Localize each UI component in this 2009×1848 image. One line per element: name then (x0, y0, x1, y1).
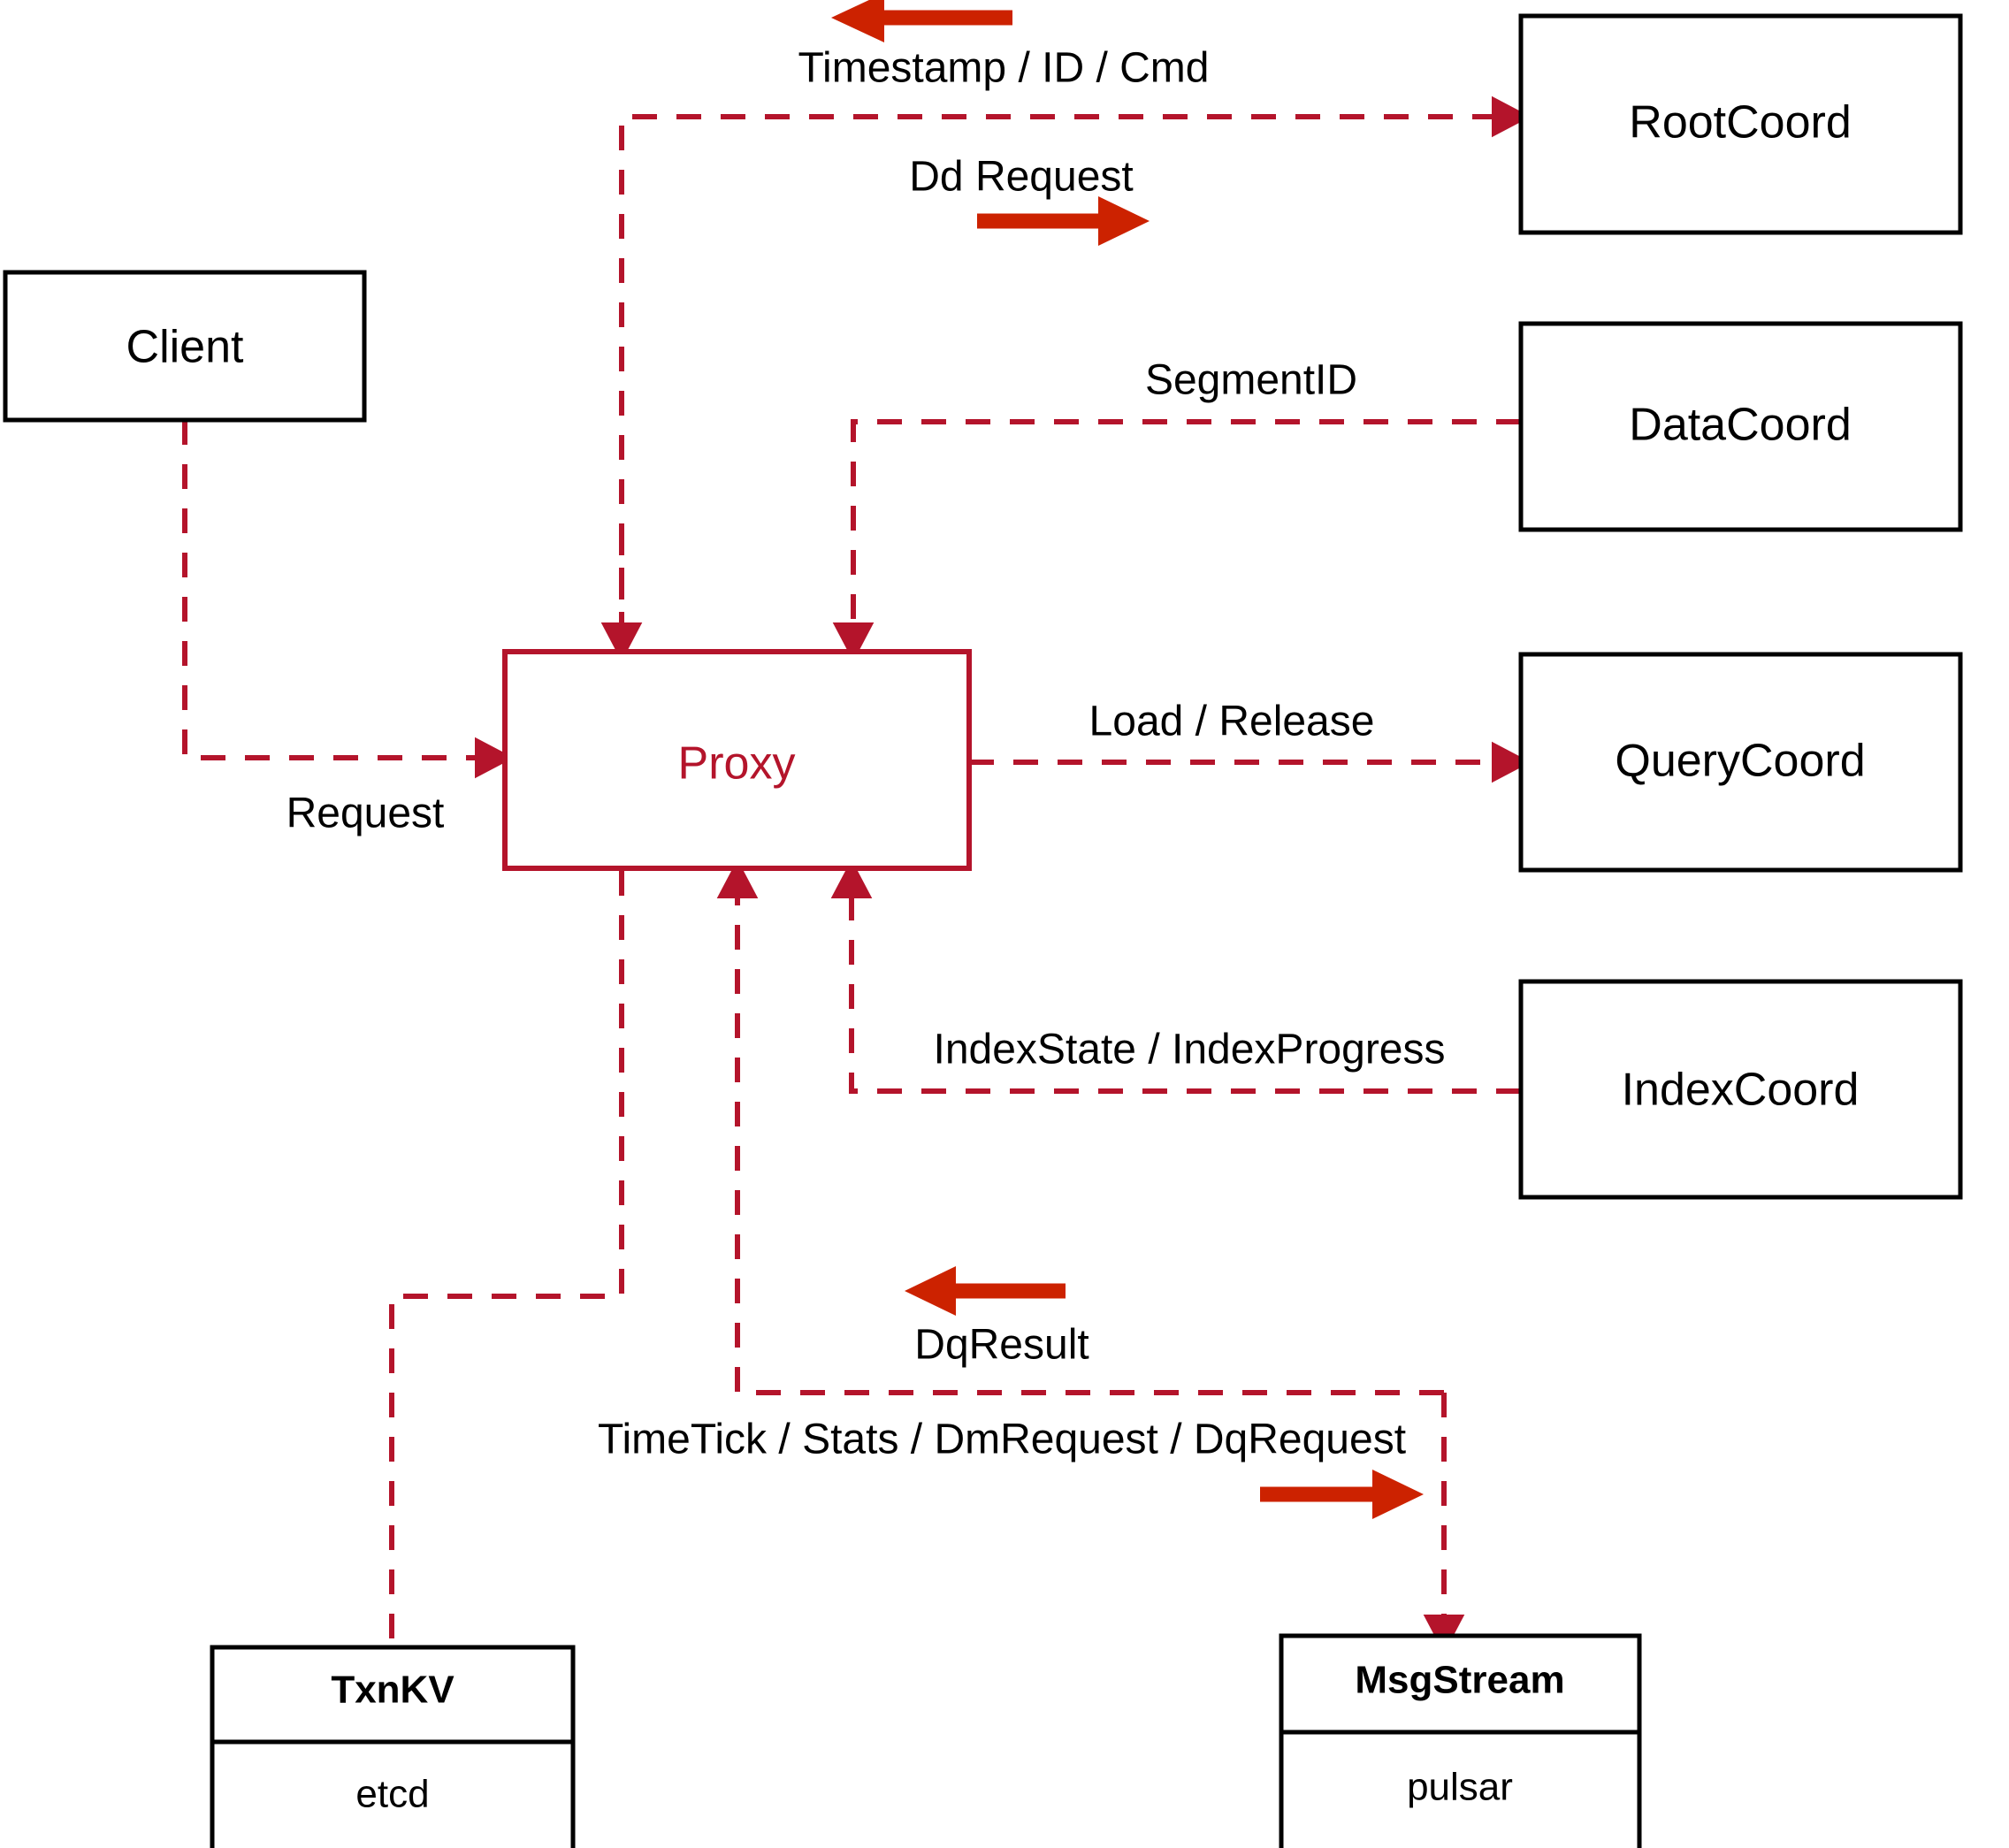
direction-arrow-left-dq-result (905, 1266, 1066, 1316)
direction-arrow-right-dd-request (977, 196, 1150, 246)
edge-msgstream-to-proxy (716, 859, 1444, 1395)
node-indexcoord[interactable]: IndexCoord (1518, 979, 1963, 1200)
node-txnkv[interactable]: TxnKV etcd (210, 1645, 576, 1848)
node-proxy-label: Proxy (678, 738, 796, 790)
node-msgstream-impl: pulsar (1407, 1766, 1513, 1809)
edge-client-to-proxy (182, 420, 515, 779)
node-rootcoord-label: RootCoord (1629, 97, 1851, 149)
node-msgstream[interactable]: MsgStream pulsar (1279, 1633, 1642, 1848)
node-txnkv-impl: etcd (355, 1773, 429, 1816)
node-datacoord[interactable]: DataCoord (1518, 321, 1963, 532)
node-indexcoord-label: IndexCoord (1622, 1065, 1860, 1116)
node-proxy[interactable]: Proxy (502, 649, 972, 871)
node-msgstream-title: MsgStream (1355, 1659, 1564, 1702)
edge-label-dd-request: Dd Request (909, 154, 1133, 201)
edge-label-request: Request (286, 790, 445, 837)
node-txnkv-title: TxnKV (331, 1669, 455, 1712)
edge-datacoord-to-proxy (832, 419, 1521, 662)
edge-label-load-release: Load / Release (1089, 699, 1375, 745)
edge-label-timestamp-id-cmd: Timestamp / ID / Cmd (798, 45, 1210, 92)
edge-label-index-state-progress: IndexState / IndexProgress (934, 1027, 1446, 1073)
edge-proxy-to-rootcoord (619, 95, 1532, 637)
edge-label-segment-id: SegmentID (1145, 357, 1357, 404)
node-client[interactable]: Client (3, 270, 367, 423)
edge-label-timetick-stats-dm-dq: TimeTick / Stats / DmRequest / DqRequest (598, 1417, 1406, 1463)
node-rootcoord[interactable]: RootCoord (1518, 13, 1963, 235)
node-querycoord[interactable]: QueryCoord (1518, 652, 1963, 873)
edge-proxy-to-txnkv (389, 871, 624, 1645)
node-datacoord-label: DataCoord (1629, 400, 1851, 451)
node-client-label: Client (126, 322, 244, 373)
edge-indexcoord-to-proxy (830, 859, 1521, 1094)
node-querycoord-label: QueryCoord (1615, 736, 1865, 787)
direction-arrow-right-timetick (1260, 1470, 1424, 1519)
direction-arrow-left-timestamp (831, 0, 1012, 42)
edge-label-dq-result: DqResult (914, 1322, 1089, 1369)
